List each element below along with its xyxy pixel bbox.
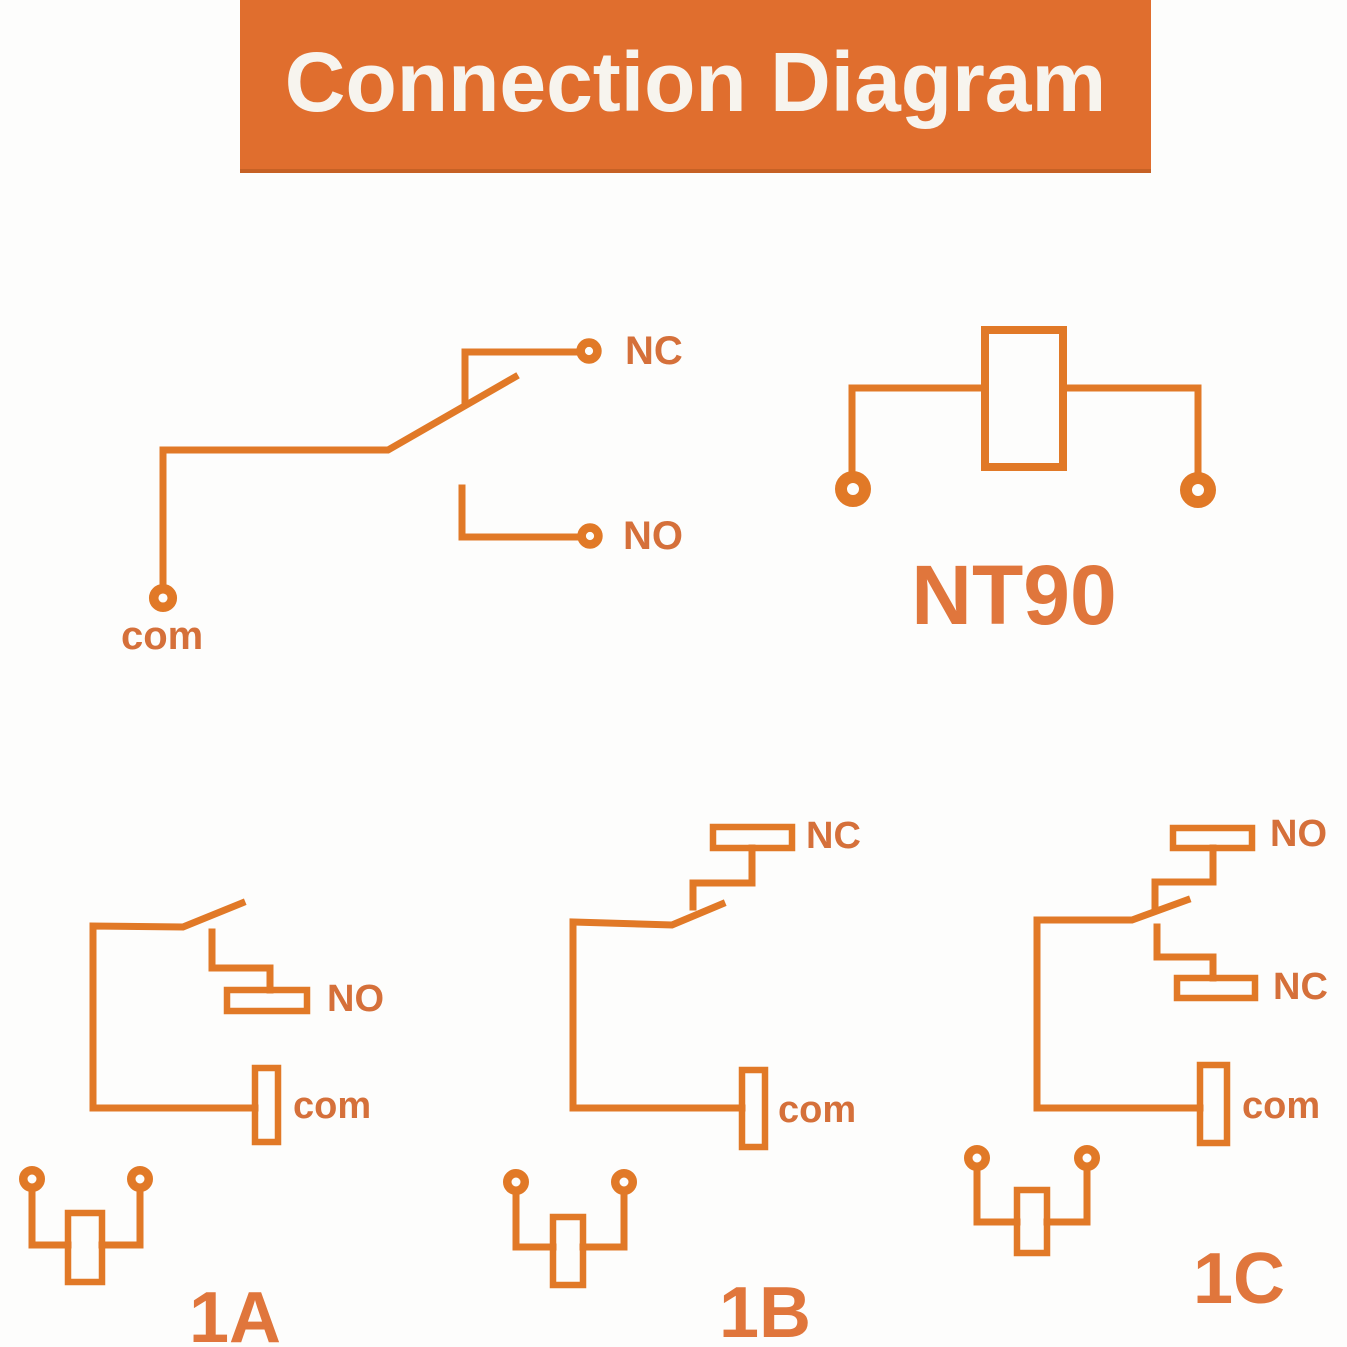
form-1a-label: 1A (188, 1278, 282, 1347)
coil-body (1013, 1186, 1051, 1257)
form-1c-nc-label: NC (1273, 966, 1328, 1009)
model-label: NT90 (911, 548, 1117, 642)
form-1b-nc-label: NC (806, 815, 861, 858)
no-terminal-icon (577, 523, 603, 549)
coil-body (549, 1213, 587, 1289)
coil-left-lead (848, 384, 989, 475)
coil-pin-right-icon (611, 1169, 637, 1195)
form-1c-no-label: NO (1270, 813, 1327, 856)
coil-body (981, 326, 1067, 471)
coil-left-lead (512, 1190, 557, 1251)
coil-right-lead (579, 1190, 628, 1251)
com-pin (738, 1066, 769, 1151)
form-1c-diagram (964, 824, 1259, 1257)
page-title: Connection Diagram (284, 35, 1107, 129)
no-contact-pad (223, 986, 311, 1015)
no-step-wire (208, 928, 274, 994)
form-1b-label: 1B (718, 1273, 812, 1347)
nc-wire (461, 348, 580, 407)
coil-pin-right-icon (127, 1166, 153, 1192)
nc-step-wire (689, 844, 756, 911)
coil-pin-right-icon (1074, 1145, 1100, 1171)
nt90-coil-diagram (835, 326, 1216, 508)
spdt-switch-diagram (148, 338, 603, 613)
nc-contact-pad (1173, 974, 1259, 1002)
coil-pin-left-icon (964, 1145, 990, 1171)
form-1b-com-label: com (778, 1089, 857, 1132)
coil-left-lead (28, 1188, 72, 1249)
form-1a-com-label: com (293, 1085, 372, 1128)
nc-label: NC (625, 329, 683, 374)
coil-right-lead (1059, 384, 1202, 475)
form-1c-com-label: com (1242, 1085, 1321, 1128)
form-1c-label: 1C (1192, 1239, 1286, 1319)
com-label: com (121, 614, 204, 659)
form-1a-no-label: NO (327, 978, 384, 1021)
no-wire (458, 484, 581, 541)
coil-right-terminal-icon (1180, 472, 1216, 508)
nc-step-wire (1153, 923, 1217, 982)
form-1a-diagram (19, 898, 311, 1286)
coil-left-lead (973, 1166, 1021, 1226)
no-step-wire (1151, 844, 1217, 912)
arm-and-com-wire (1033, 895, 1204, 1112)
arm-and-com-wire (569, 899, 746, 1112)
com-wire-and-arm (159, 372, 520, 588)
com-terminal-icon (148, 583, 178, 613)
com-pin (251, 1064, 282, 1146)
coil-right-lead (1043, 1166, 1091, 1226)
coil-left-terminal-icon (835, 471, 871, 507)
arm-and-com-wire (89, 898, 259, 1112)
header-banner: Connection Diagram (240, 0, 1151, 173)
coil-body (64, 1209, 106, 1286)
coil-pin-left-icon (503, 1169, 529, 1195)
nc-terminal-icon (576, 338, 602, 364)
coil-pin-left-icon (19, 1166, 45, 1192)
no-label: NO (623, 514, 683, 559)
com-pin (1196, 1061, 1231, 1147)
form-1b-diagram (503, 823, 796, 1289)
coil-right-lead (98, 1188, 144, 1249)
